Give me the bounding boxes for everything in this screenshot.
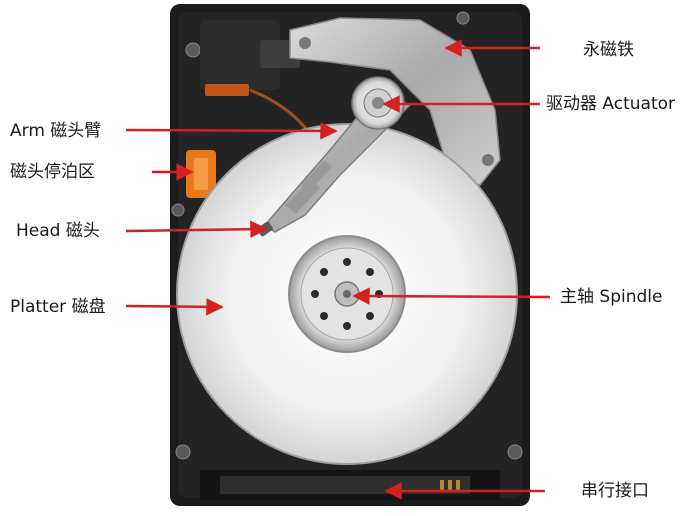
label-magnet: 永磁铁 [583, 40, 634, 60]
clamp-screws [311, 258, 383, 330]
arrow-arm [125, 122, 338, 140]
spindle-center-dot [343, 290, 351, 298]
actuator-pivot-core [372, 97, 384, 109]
label-parking: 磁头停泊区 [10, 162, 95, 182]
label-spindle: 主轴 Spindle [560, 287, 663, 307]
arrow-spindle [352, 287, 551, 305]
connector-pins [440, 480, 460, 490]
arrow-head [125, 220, 268, 238]
flex-connector [205, 84, 249, 96]
label-interface: 串行接口 [581, 481, 649, 501]
label-actuator: 驱动器 Actuator [546, 94, 675, 114]
latch-assembly [200, 20, 280, 90]
label-platter: Platter 磁盘 [10, 297, 106, 317]
arm-slot [300, 160, 332, 192]
interface-connector [220, 476, 470, 494]
arrow-platter [125, 298, 224, 316]
label-arm: Arm 磁头臂 [10, 121, 102, 141]
magnet-screw [482, 154, 494, 166]
magnet-screw [299, 37, 311, 49]
case-screws [171, 11, 523, 460]
parking-ramp [186, 150, 216, 198]
permanent-magnet [289, 17, 501, 186]
label-head: Head 磁头 [16, 221, 100, 241]
